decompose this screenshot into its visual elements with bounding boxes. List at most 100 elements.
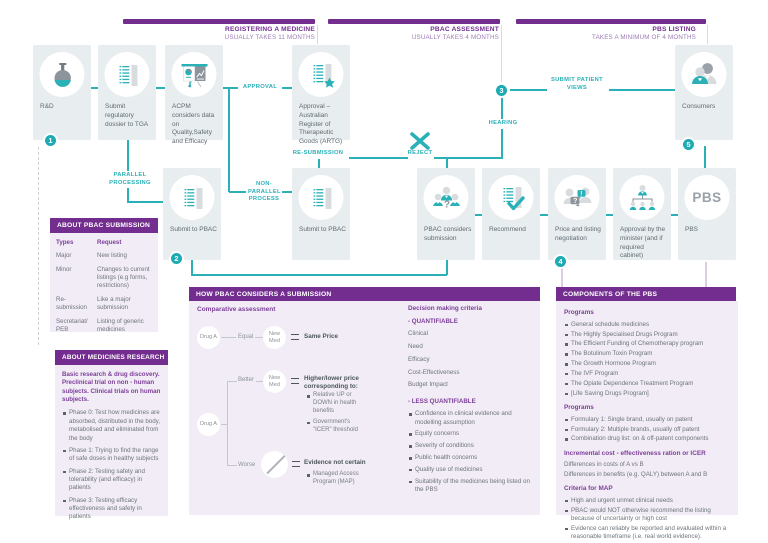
card-pbac-considers: ? PBAC considers submission: [417, 168, 475, 260]
timeline-label-registering: REGISTERING A MEDICINE USUALLY TAKES 11 …: [123, 26, 315, 42]
criteria-item: Confidence in clinical evidence and mode…: [408, 410, 534, 427]
decision-criteria-column: Decision making criteria - QUANTIFIABLE …: [408, 305, 534, 498]
connector-line: [475, 214, 482, 216]
timeline-subtitle: TAKES A MINIMUM OF 4 MONTHS: [592, 34, 696, 42]
connector-line: [606, 214, 613, 216]
step-badge-3: 3: [494, 83, 509, 98]
card-label: Submit regulatory dossier to TGA: [105, 103, 149, 128]
consumers-people-icon: [681, 52, 727, 97]
card-acpm: ACPM considers data on Quality,Safety an…: [165, 45, 223, 145]
criteria-item: Need: [408, 342, 423, 350]
result-same-price: Same Price: [304, 333, 338, 340]
equals-icon: [292, 461, 300, 467]
table-cell-type: Major: [56, 252, 72, 260]
relation-worse-label: Worse: [238, 462, 256, 468]
document-icon: [298, 175, 344, 220]
pbs-logo: PBS: [684, 175, 730, 220]
programs-title-2: Programs: [564, 404, 594, 412]
criteria-item: Efficacy: [408, 355, 430, 363]
connector-line: [228, 87, 230, 192]
new-med-circle: New Med: [263, 370, 286, 393]
connector-line: [127, 201, 163, 203]
pbac-submission-table: Types Request: [56, 239, 152, 247]
timeline-tick: [317, 25, 318, 44]
connector-line: [191, 274, 447, 276]
no-comparison-slash-circle: [261, 451, 288, 478]
relation-better-label: Better: [238, 377, 255, 383]
negotiation-bubbles-icon: ! ?: [554, 175, 600, 220]
diagram-line: [221, 424, 228, 425]
decision-criteria-title: Decision making criteria: [408, 305, 482, 312]
relation-equal-label: Equal: [238, 334, 254, 340]
timeline-title: PBS LISTING: [652, 26, 696, 33]
diagram-line: [221, 337, 236, 338]
connector-line: [540, 214, 548, 216]
formulary-item: Formulary 2: Multiple brands, usually of…: [564, 426, 730, 434]
how-pbac-box-title: HOW PBAC CONSIDERS A SUBMISSION: [189, 287, 540, 301]
drug-a-circle: Drug A: [197, 326, 220, 349]
committee-people-icon: ?: [423, 175, 469, 220]
formulary-item: Formulary 1: Single brand, usually on pa…: [564, 416, 730, 424]
timeline-bar-pbac: [328, 19, 500, 24]
program-item: The Efficient Funding of Chemotherapy pr…: [564, 340, 730, 348]
result-worse: Evidence not certain: [304, 459, 366, 466]
map-criteria-title: Criteria for MAP: [564, 485, 613, 493]
presentation-charts-icon: [171, 52, 217, 97]
table-cell-type: Minor: [56, 265, 72, 273]
diagram-line: [227, 381, 228, 466]
step-badge-1: 1: [43, 133, 58, 148]
timeline-tick: [501, 25, 502, 82]
criteria-item: Equity concerns: [408, 430, 534, 438]
table-cell-request: Listing of generic medicines: [97, 317, 144, 333]
hearing-label: HEARING: [484, 119, 522, 129]
connector-line: [434, 157, 503, 159]
card-pbs: PBS PBS: [678, 168, 736, 260]
timeline-subtitle: USUALLY TAKES 11 MONTHS: [224, 34, 315, 42]
map-criteria-item: PBAC would NOT otherwise recommend the l…: [564, 507, 730, 524]
document-star-icon: [298, 52, 344, 97]
pbs-logo-text: PBS: [692, 190, 722, 205]
timeline-bar-pbs: [516, 19, 706, 24]
table-cell-request: Like a major submission: [97, 295, 131, 312]
connector-line: [446, 260, 448, 275]
criteria-item: Clinical: [408, 330, 428, 337]
reject-label: REJECT: [407, 150, 433, 156]
map-criteria-item: High and urgent unmet clinical needs: [564, 497, 730, 505]
timeline-tick: [707, 25, 708, 44]
formulary-item: Combination drug list: on & off-patent c…: [564, 435, 730, 443]
connector-line: [510, 89, 547, 91]
program-item: The Highly Specialised Drugs Program: [564, 331, 730, 339]
map-criteria-item: Evidence can reliably be reported and ev…: [564, 525, 730, 542]
program-item: The Opiate Dependence Treatment Program: [564, 380, 730, 388]
icer-line: Differences in benefits (e.g. QALY) betw…: [564, 470, 708, 478]
bullet-item: Relative UP or DOWN in health benefits: [306, 392, 364, 415]
card-price-negotiation: ! ? Price and listing negotiation: [548, 168, 606, 260]
equals-icon: [291, 378, 299, 384]
flask-icon: [39, 52, 85, 97]
approval-label: APPROVAL: [238, 83, 282, 93]
bullet-item: Government's "ICER" threshold: [306, 419, 364, 435]
timeline-bar-registering: [123, 19, 315, 24]
connector-line: [671, 214, 678, 216]
pbac-submission-rows: Major New listing Minor Changes to curre…: [56, 252, 152, 334]
connector-line: [446, 157, 448, 168]
connector-line: [91, 87, 98, 89]
card-tga: Submit regulatory dossier to TGA: [98, 45, 156, 140]
connector-line: [704, 146, 706, 168]
diagram-line: [227, 465, 237, 466]
medicines-research-box-title: ABOUT MEDICINES RESEARCH: [55, 350, 168, 365]
programs-title-1: Programs: [564, 309, 594, 316]
drug-a-circle: Drug A: [197, 413, 220, 436]
result-better: Higher/lower price corresponding to:: [304, 375, 359, 391]
components-box-title: COMPONENTS OF THE PBS: [556, 287, 736, 301]
card-label: Recommend: [489, 226, 526, 233]
phase-item: Phase 0: Test how medicines are absorbed…: [62, 409, 161, 442]
criteria-item: Cost-Effectiveness: [408, 368, 460, 376]
card-label: Submit to PBAC: [170, 226, 217, 233]
medicines-research-intro: Basic research & drug discovery. Preclin…: [62, 371, 161, 404]
connector-line: [318, 159, 320, 168]
criteria-item: Quality use of medicines: [408, 466, 534, 474]
